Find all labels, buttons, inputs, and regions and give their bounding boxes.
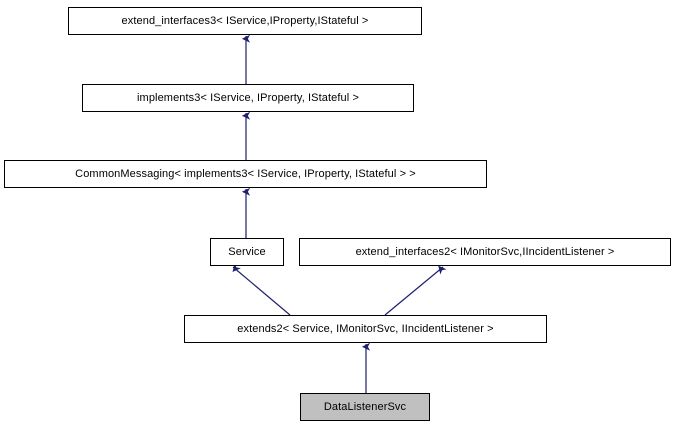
class-node-extend_interfaces3[interactable]: extend_interfaces3< IService,IProperty,I… <box>68 7 422 35</box>
class-node-commonmessaging[interactable]: CommonMessaging< implements3< IService, … <box>4 160 487 188</box>
class-node-label: Service <box>228 245 266 258</box>
class-node-extend_interfaces2[interactable]: extend_interfaces2< IMonitorSvc,IInciden… <box>299 238 671 266</box>
class-node-label: CommonMessaging< implements3< IService, … <box>75 167 416 180</box>
class-node-label: DataListenerSvc <box>323 400 407 413</box>
class-node-label: implements3< IService, IProperty, IState… <box>137 91 359 104</box>
class-node-service[interactable]: Service <box>210 238 284 266</box>
inheritance-edge <box>384 265 447 316</box>
class-node-label: extend_interfaces2< IMonitorSvc,IInciden… <box>355 245 615 258</box>
class-node-implements3[interactable]: implements3< IService, IProperty, IState… <box>82 84 414 112</box>
inheritance-edge <box>232 263 291 316</box>
class-node-extends2[interactable]: extends2< Service, IMonitorSvc, IInciden… <box>184 315 547 343</box>
class-node-datalistenersvc[interactable]: DataListenerSvc <box>300 393 430 421</box>
class-node-label: extend_interfaces3< IService,IProperty,I… <box>121 14 369 27</box>
class-node-label: extends2< Service, IMonitorSvc, IInciden… <box>237 322 494 335</box>
